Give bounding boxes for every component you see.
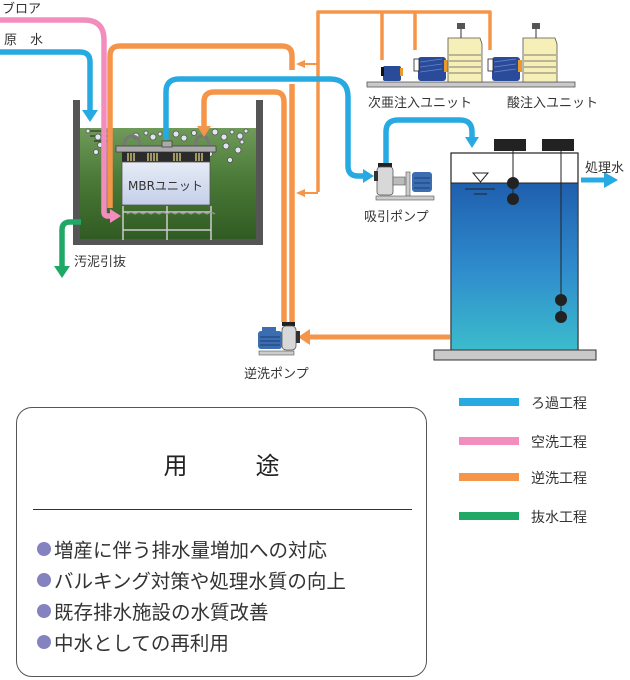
legend: ろ過工程 空洗工程 逆洗工程 抜水工程 — [459, 396, 587, 526]
backwash-pipe-top — [107, 43, 295, 208]
backwash-pipe-inner — [201, 89, 287, 322]
mbr-unit: MBRユニット — [115, 134, 217, 240]
bubble — [211, 128, 219, 136]
usage-title: 用 途 — [163, 452, 302, 480]
bubble — [236, 132, 244, 140]
bubble — [220, 133, 228, 141]
level-float — [507, 193, 519, 205]
hypochlorite-pump — [413, 57, 448, 81]
mbr-unit-label: MBRユニット — [128, 179, 203, 193]
hypochlorite-small-pump — [381, 66, 403, 81]
bubble — [191, 130, 197, 136]
acid-tank — [522, 23, 558, 83]
bubble — [93, 149, 99, 155]
bubble — [243, 128, 249, 134]
treated-water-tank — [433, 139, 597, 361]
legend-item-drain: 抜水工程 — [459, 510, 587, 526]
treated-water-label: 処理水 — [585, 161, 624, 176]
filtration-pipe — [163, 76, 364, 179]
backwash-pump-label: 逆洗ポンプ — [244, 366, 309, 382]
sludge-withdrawal-pipe — [59, 219, 81, 268]
bullet-icon — [37, 573, 51, 587]
backwash-return-arrow — [298, 329, 310, 345]
bubble — [149, 133, 157, 141]
air-wash-arrow — [110, 209, 121, 223]
legend-item-air-wash: 空洗工程 — [459, 435, 587, 451]
legend-swatch — [459, 398, 519, 406]
usage-divider — [33, 509, 412, 510]
dosing-units — [366, 23, 576, 88]
backwash-inner-arrow — [197, 126, 211, 137]
sludge-withdrawal-label: 汚泥引抜 — [74, 254, 126, 270]
legend-label: ろ過工程 — [531, 396, 587, 412]
bubble — [94, 133, 102, 141]
usage-list: 増産に伴う排水量増加への対応 バルキング対策や処理水質の向上 既存排水施設の水質… — [37, 535, 346, 659]
hypochlorite-unit-label: 次亜注入ユニット — [368, 95, 472, 111]
air-wash-pipe — [0, 17, 112, 219]
level-float — [555, 294, 567, 306]
usage-item: 既存排水施設の水質改善 — [37, 597, 346, 628]
hypochlorite-tank — [447, 23, 483, 83]
usage-item: 中水としての再利用 — [37, 628, 346, 659]
level-float — [507, 177, 519, 189]
sludge-withdrawal-arrow — [54, 266, 70, 278]
filtration-arrow — [363, 169, 374, 183]
backwash-pump — [258, 322, 300, 356]
bubble — [227, 157, 233, 163]
legend-label: 逆洗工程 — [531, 471, 587, 487]
legend-label: 空洗工程 — [531, 435, 587, 451]
bubble — [85, 128, 91, 134]
usage-item: バルキング対策や処理水質の向上 — [37, 566, 346, 597]
legend-swatch — [459, 512, 519, 520]
treated-water-arrow — [604, 172, 618, 188]
bubble — [239, 139, 245, 145]
usage-item: 増産に伴う排水量増加への対応 — [37, 535, 346, 566]
legend-swatch — [459, 473, 519, 481]
suction-pump-label: 吸引ポンプ — [364, 210, 429, 225]
chemical-feed-pipe — [316, 10, 492, 192]
blower-label: ブロア — [2, 1, 41, 17]
bubble — [222, 142, 230, 150]
bubble — [157, 131, 163, 137]
bubble — [172, 130, 180, 138]
suction-outlet-pipe — [383, 117, 475, 163]
raw-water-pipe — [0, 49, 93, 112]
bullet-icon — [37, 604, 51, 618]
legend-swatch — [459, 437, 519, 445]
bubble — [234, 146, 242, 154]
legend-label: 抜水工程 — [531, 510, 587, 526]
bullet-icon — [37, 542, 51, 556]
acid-unit-label: 酸注入ユニット — [507, 96, 598, 111]
usage-box: 用 途 増産に伴う排水量増加への対応 バルキング対策や処理水質の向上 既存排水施… — [16, 407, 427, 677]
raw-water-label: 原 水 — [4, 33, 43, 48]
bubble — [180, 134, 188, 142]
acid-pump — [487, 57, 522, 81]
bubble — [143, 130, 149, 136]
suction-pump — [374, 163, 435, 201]
legend-item-filtration: ろ過工程 — [459, 396, 587, 412]
raw-water-arrow — [82, 110, 98, 122]
bullet-icon — [37, 635, 51, 649]
legend-item-backwash: 逆洗工程 — [459, 471, 587, 487]
bubble — [229, 129, 235, 135]
level-float — [555, 311, 567, 323]
